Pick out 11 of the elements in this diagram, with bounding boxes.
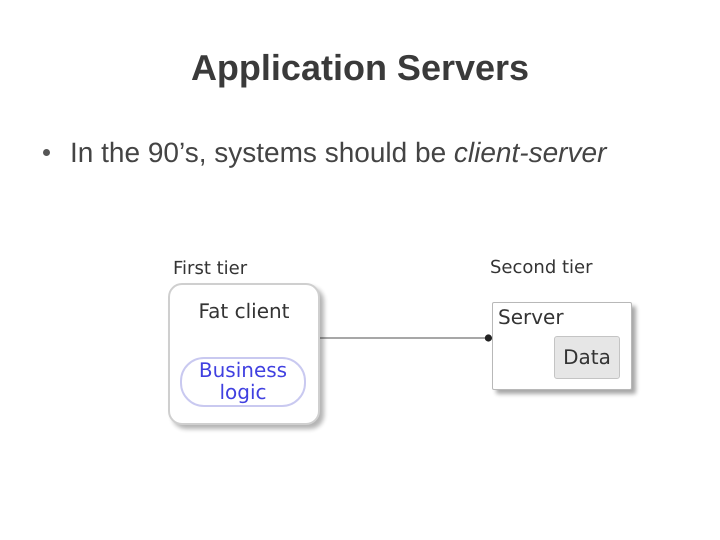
pill-label: Business logic [198,360,288,404]
tier-label: First tier [173,258,248,280]
bullet-text: In the 90’s, systems should be client-server [70,136,606,170]
node-label: Server [498,307,564,329]
logic-pill [180,357,306,407]
node-label: Data [563,346,611,368]
connector-line [320,334,492,342]
node-label: Fat client [198,301,290,323]
tier-label: Second tier [490,257,592,279]
data-box [554,336,620,379]
slide-title: Application Servers [190,46,530,90]
